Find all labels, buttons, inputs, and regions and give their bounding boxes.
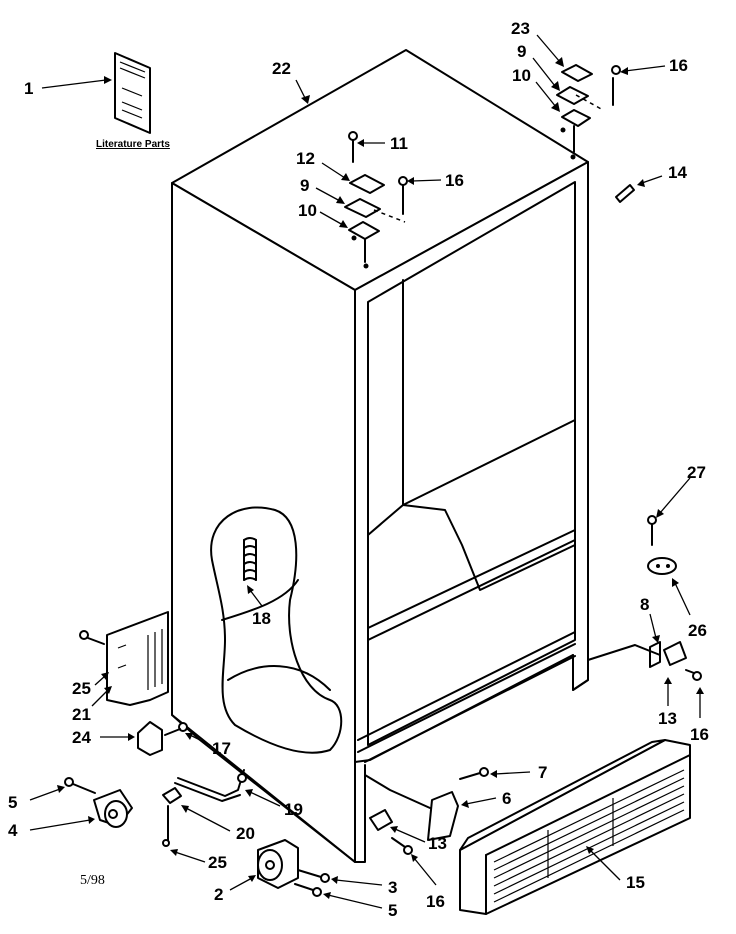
- callout-8: 8: [640, 595, 649, 614]
- callout-5-left: 5: [8, 793, 17, 812]
- callout-26: 26: [688, 621, 707, 640]
- callout-10-right: 10: [512, 66, 531, 85]
- callout-labels: 1 22 23 9 16 10 11 12 9 16 10 14 27 18 8…: [8, 19, 709, 920]
- door-closer-spring: [243, 537, 257, 581]
- callout-6: 6: [502, 789, 511, 808]
- callout-4: 4: [8, 821, 18, 840]
- callout-9-right: 9: [517, 42, 526, 61]
- callout-17: 17: [212, 739, 231, 758]
- toe-grille: [459, 739, 691, 915]
- callout-12: 12: [296, 149, 315, 168]
- trim-clip: [615, 184, 635, 203]
- callout-11: 11: [390, 134, 408, 153]
- literature-parts-caption: Literature Parts: [96, 139, 170, 150]
- bottom-center-bracket-assembly: [364, 767, 489, 855]
- callout-27: 27: [687, 463, 706, 482]
- callout-23: 23: [511, 19, 530, 38]
- left-front-roller-assembly: [64, 769, 247, 847]
- callout-10-left: 10: [298, 201, 317, 220]
- right-front-roller-assembly: [257, 839, 330, 897]
- left-lower-bracket-assembly: [79, 611, 188, 756]
- callout-14: 14: [668, 163, 687, 182]
- callout-13-center: 13: [428, 834, 447, 853]
- callout-25-lower: 25: [208, 853, 227, 872]
- callout-21: 21: [72, 705, 91, 724]
- callout-16-right-top: 16: [669, 56, 688, 75]
- callout-3: 3: [388, 878, 397, 897]
- right-lower-hinge-assembly: [587, 515, 702, 681]
- callout-24: 24: [72, 728, 91, 747]
- callout-leaders: [29, 34, 704, 909]
- callout-20: 20: [236, 824, 255, 843]
- callout-22: 22: [272, 59, 291, 78]
- date-code: 5/98: [80, 873, 105, 888]
- callout-16-bottom: 16: [426, 892, 445, 911]
- callout-9-left: 9: [300, 176, 309, 195]
- callout-16-right-lower: 16: [690, 725, 709, 744]
- callout-15: 15: [626, 873, 645, 892]
- callout-19: 19: [284, 800, 303, 819]
- callout-25-upper: 25: [72, 679, 91, 698]
- callout-2: 2: [214, 885, 223, 904]
- callout-13-right: 13: [658, 709, 677, 728]
- left-top-hinge-assembly: [344, 131, 408, 263]
- callout-16-left-top: 16: [445, 171, 464, 190]
- callout-18: 18: [252, 609, 271, 628]
- literature-parts-sheet: [114, 52, 151, 134]
- callout-7: 7: [538, 763, 547, 782]
- refrigerator-cabinet: [171, 49, 589, 863]
- right-top-hinge-assembly: [556, 64, 621, 153]
- callout-5-right: 5: [388, 901, 397, 920]
- callout-1: 1: [24, 79, 33, 98]
